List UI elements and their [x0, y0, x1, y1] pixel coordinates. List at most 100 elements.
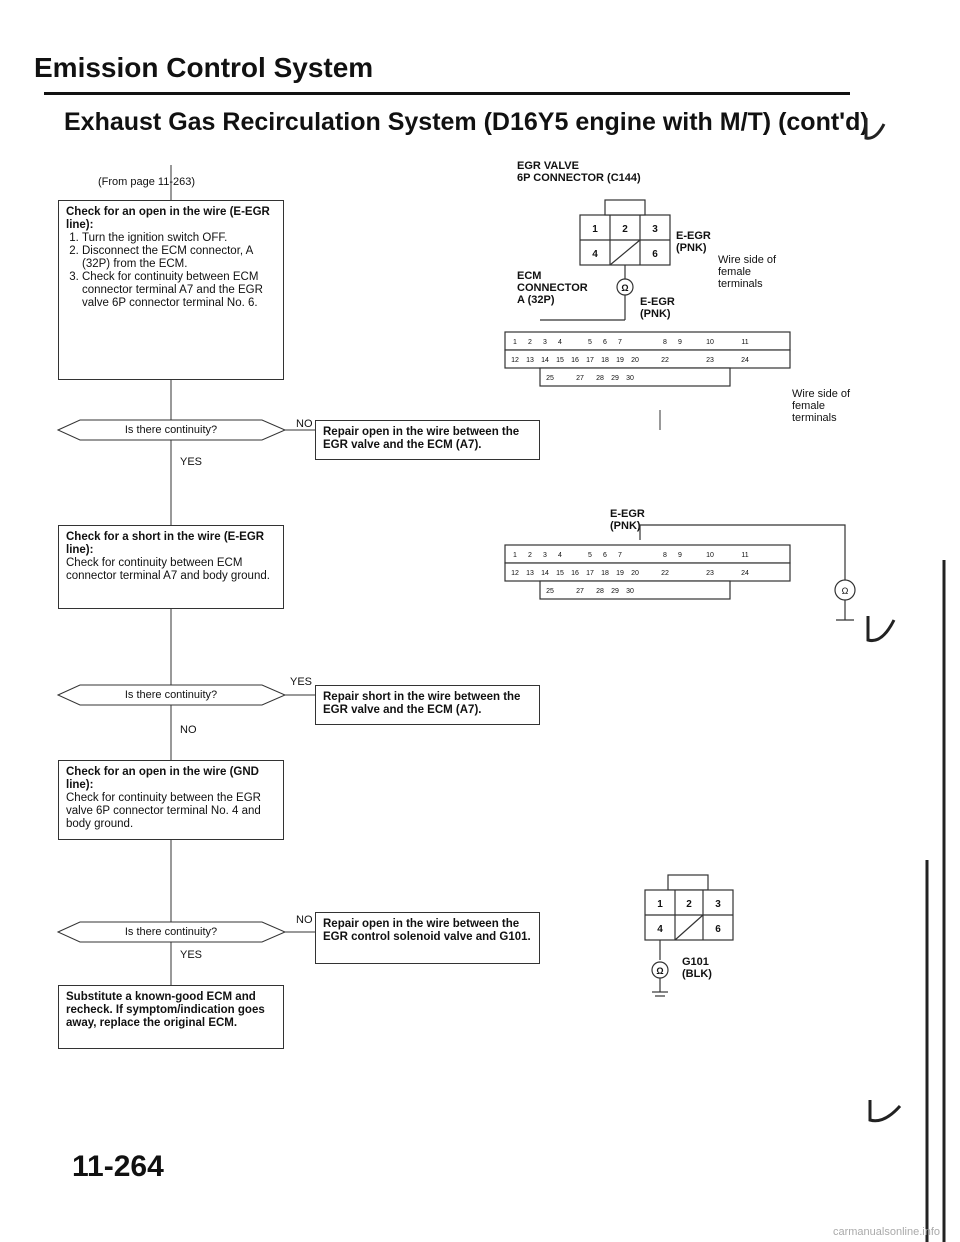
step1-item: Disconnect the ECM connector, A (32P) fr…: [82, 245, 276, 271]
page-title: Emission Control System: [34, 52, 374, 83]
svg-text:27: 27: [576, 375, 584, 382]
svg-text:6: 6: [715, 924, 721, 935]
svg-text:12: 12: [511, 357, 519, 364]
from-page-note: (From page 11-263): [98, 176, 196, 188]
svg-text:4: 4: [558, 339, 562, 346]
svg-text:8: 8: [663, 552, 667, 559]
egr-valve-label: EGR VALVE: [517, 160, 579, 172]
svg-text:3: 3: [543, 552, 547, 559]
step1-heading: Check for an open in the wire (E-EGR lin…: [66, 206, 270, 231]
ecm-connector-label: ECM CONNECTOR A (32P): [517, 270, 588, 306]
svg-text:1: 1: [657, 899, 663, 910]
svg-text:11: 11: [741, 552, 748, 559]
svg-text:11: 11: [741, 339, 748, 346]
ohmmeter-icon: Ω: [621, 283, 628, 293]
svg-text:27: 27: [576, 588, 584, 595]
pin-3: 3: [652, 224, 658, 235]
svg-text:3: 3: [543, 339, 547, 346]
step3-body: Check for continuity between the EGR val…: [66, 792, 261, 830]
step1-item: Check for continuity between ECM connect…: [82, 271, 276, 310]
svg-text:2: 2: [528, 552, 532, 559]
egr-connector-label: 6P CONNECTOR (C144): [517, 172, 641, 184]
svg-text:15: 15: [556, 570, 564, 577]
question-continuity-2: Is there continuity?: [124, 689, 218, 701]
no-label: NO: [180, 724, 197, 736]
svg-text:23: 23: [706, 357, 714, 364]
svg-text:5: 5: [588, 552, 592, 559]
title-rule: [44, 92, 850, 95]
svg-text:4: 4: [558, 552, 562, 559]
svg-text:1: 1: [513, 339, 517, 346]
pin-2: 2: [622, 224, 628, 235]
pin-4: 4: [592, 249, 598, 260]
pin-1: 1: [592, 224, 598, 235]
svg-text:9: 9: [678, 552, 682, 559]
svg-text:18: 18: [601, 570, 609, 577]
svg-text:28: 28: [596, 375, 604, 382]
svg-text:14: 14: [541, 357, 549, 364]
repair-open-g101-box: Repair open in the wire between the EGR …: [315, 912, 540, 964]
svg-text:29: 29: [611, 588, 619, 595]
svg-text:1: 1: [513, 552, 517, 559]
svg-text:7: 7: [618, 552, 622, 559]
svg-text:30: 30: [626, 375, 634, 382]
g101-label: G101: [682, 956, 709, 968]
svg-text:13: 13: [526, 570, 534, 577]
step4-box: Substitute a known-good ECM and recheck.…: [58, 985, 284, 1049]
svg-text:28: 28: [596, 588, 604, 595]
repair-short-a7-box: Repair short in the wire between the EGR…: [315, 685, 540, 725]
question-continuity-1: Is there continuity?: [124, 424, 218, 436]
svg-text:22: 22: [661, 357, 669, 364]
svg-text:25: 25: [546, 375, 554, 382]
svg-text:15: 15: [556, 357, 564, 364]
svg-text:8: 8: [663, 339, 667, 346]
svg-text:24: 24: [741, 357, 749, 364]
step3-box: Check for an open in the wire (GND line)…: [58, 760, 284, 840]
svg-text:10: 10: [706, 552, 714, 559]
svg-text:18: 18: [601, 357, 609, 364]
svg-text:19: 19: [616, 357, 624, 364]
wire-side-note-2: Wire side of female terminals: [792, 388, 851, 424]
step3-heading: Check for an open in the wire (GND line)…: [66, 766, 259, 791]
svg-text:14: 14: [541, 570, 549, 577]
svg-text:6: 6: [603, 552, 607, 559]
svg-text:2: 2: [686, 899, 692, 910]
svg-text:7: 7: [618, 339, 622, 346]
watermark: carmanualsonline.info: [832, 1226, 940, 1238]
e-egr-label: E-EGR: [640, 296, 675, 308]
e-egr-label: E-EGR: [610, 508, 645, 520]
yes-label: YES: [180, 949, 203, 961]
svg-text:25: 25: [546, 588, 554, 595]
e-egr-label: E-EGR: [676, 230, 711, 242]
pnk-label: (PNK): [676, 242, 707, 254]
svg-text:2: 2: [528, 339, 532, 346]
svg-text:24: 24: [741, 570, 749, 577]
svg-text:29: 29: [611, 375, 619, 382]
yes-label: YES: [290, 676, 313, 688]
svg-text:16: 16: [571, 357, 579, 364]
svg-text:17: 17: [586, 570, 594, 577]
wire-side-note-1: Wire side of female terminals: [718, 254, 777, 290]
step1-box: Check for an open in the wire (E-EGR lin…: [58, 200, 284, 380]
step2-body: Check for continuity between ECM connect…: [66, 557, 270, 582]
page-number: 11-264: [72, 1150, 164, 1183]
svg-text:23: 23: [706, 570, 714, 577]
yes-label: YES: [180, 456, 203, 468]
svg-text:19: 19: [616, 570, 624, 577]
svg-text:5: 5: [588, 339, 592, 346]
svg-text:30: 30: [626, 588, 634, 595]
svg-text:10: 10: [706, 339, 714, 346]
svg-text:13: 13: [526, 357, 534, 364]
svg-text:20: 20: [631, 357, 639, 364]
svg-text:6: 6: [603, 339, 607, 346]
section-subtitle: Exhaust Gas Recirculation System (D16Y5 …: [64, 108, 869, 136]
svg-text:12: 12: [511, 570, 519, 577]
